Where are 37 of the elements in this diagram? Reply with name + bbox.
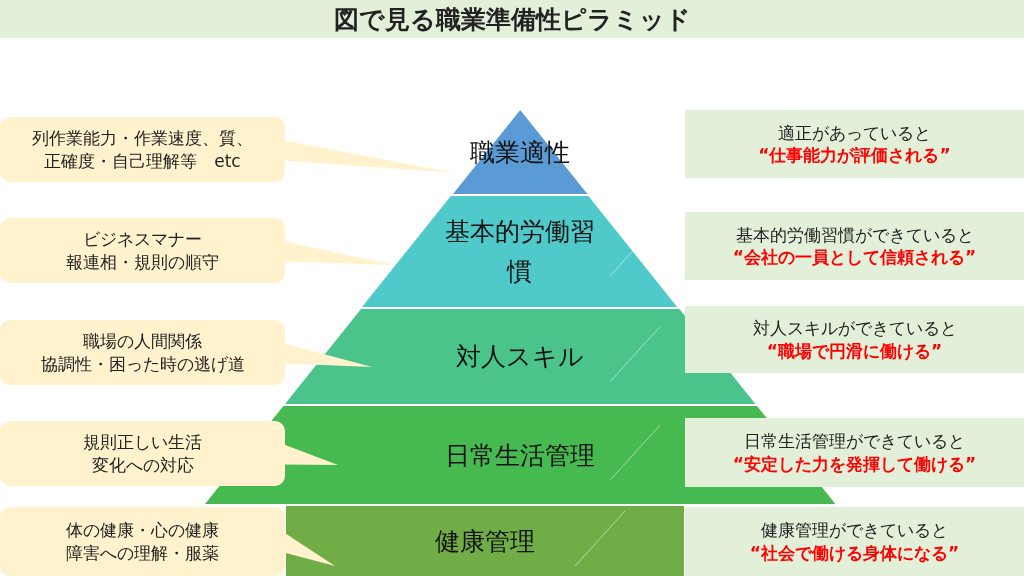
condition-text: 日常生活管理ができていると — [744, 430, 965, 453]
pyramid-layer — [452, 110, 588, 194]
speech-bubble — [0, 320, 285, 385]
callout-tail — [284, 140, 455, 173]
pyramid-layer — [362, 196, 678, 307]
layer-label: 対人スキル — [456, 341, 584, 373]
diagram-title: 図で見る職業準備性ピラミッド — [333, 3, 691, 36]
callout-text: 規則正しい生活変化への対応 — [83, 430, 202, 477]
info-box — [685, 507, 1024, 576]
callout-text: 列作業能力・作業速度、質、正確度・自己理解等 etc — [32, 126, 253, 173]
layer-label: 基本的労働習慣 — [444, 215, 596, 288]
speech-bubble — [0, 218, 285, 283]
condition-text: 対人スキルができていると — [752, 317, 957, 340]
pyramid-layer — [286, 506, 684, 576]
info-box — [685, 212, 1024, 280]
callout-tail — [284, 343, 372, 367]
callout-tail — [284, 241, 395, 265]
result-text: “仕事能力が評価される” — [758, 144, 951, 167]
speech-bubble — [0, 507, 285, 576]
callout-tail — [284, 444, 338, 465]
info-box — [685, 306, 1024, 373]
layer-label: 日常生活管理 — [445, 439, 595, 472]
result-text: “社会で働ける身体になる” — [749, 541, 960, 564]
info-box — [685, 110, 1024, 178]
condition-text: 基本的労働習慣ができていると — [735, 223, 974, 246]
callout-tail — [284, 532, 335, 566]
result-text: “会社の一員として信頼される” — [732, 246, 977, 269]
speech-bubble — [0, 421, 285, 486]
condition-text: 健康管理ができていると — [761, 519, 948, 542]
info-box — [685, 418, 1024, 487]
condition-text: 適正があっていると — [778, 121, 931, 144]
callout-text: 職場の人間関係協調性・困った時の逃げ道 — [40, 329, 245, 376]
result-text: “職場で円滑に働ける” — [766, 339, 943, 362]
layer-label: 健康管理 — [435, 525, 535, 558]
callout-text: 体の健康・心の健康障害への理解・服薬 — [66, 518, 219, 565]
callout-text: ビジネスマナー報連相・規則の順守 — [66, 227, 219, 274]
result-text: “安定した力を発揮して働ける” — [732, 452, 977, 475]
